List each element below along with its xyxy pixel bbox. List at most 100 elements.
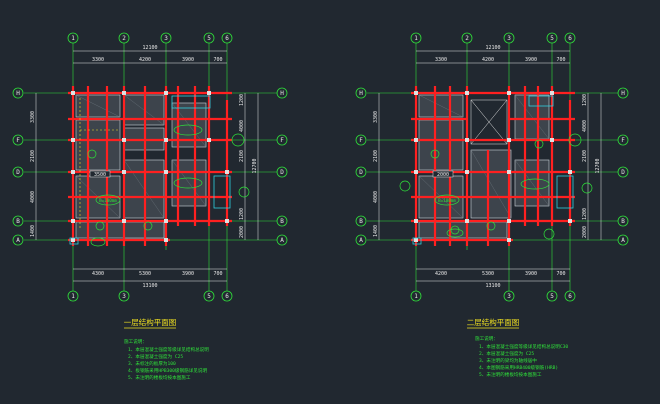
left-top-axis-bubbles (67, 32, 233, 44)
left-bottom-axis-6: 6 (225, 293, 229, 300)
left-note-1: 1、本层混凝土强度等级详见结构总说明 (128, 346, 209, 353)
right-left-dim-1: 3300 (373, 111, 379, 123)
left-left-dim-1: 3300 (30, 111, 36, 123)
right-top-axis-5: 5 (550, 35, 554, 42)
right-bottom-axis-1: 1 (414, 293, 418, 300)
left-left-dim-3: 4000 (30, 191, 36, 203)
left-notes-heading: 施工说明： (124, 338, 147, 345)
left-axis-H: H (16, 90, 20, 97)
right-bottom-dim-2: 5300 (482, 271, 494, 277)
left-top-axis-1: 1 (71, 35, 75, 42)
right-right-dim-3: 2100 (582, 150, 588, 162)
right-left-dim-2: 2100 (373, 150, 379, 162)
right-floor-plan[interactable]: 2000 B=100mm 1 2 3 5 6 1 3 5 6 H (355, 32, 629, 378)
right-top-dim-4: 700 (556, 57, 565, 63)
left-right-axis-bubbles (276, 87, 288, 246)
right-bottom-dim-1: 4200 (435, 271, 447, 277)
left-bottom-dim-3: 3900 (182, 271, 194, 277)
right-top-axis-bubbles (410, 32, 576, 44)
left-cyan-outline (69, 95, 231, 245)
left-slab-label-2: B=100mm (99, 198, 117, 203)
right-bottom-dim-4: 700 (556, 271, 565, 277)
right-raxis-F: F (621, 137, 625, 144)
left-left-dim-4: 1400 (30, 225, 36, 237)
right-right-dim-5: 2000 (582, 226, 588, 238)
right-top-axis-1: 1 (414, 35, 418, 42)
left-raxis-D: D (280, 169, 284, 176)
right-bottom-axis-5: 5 (550, 293, 554, 300)
right-right-total: 12700 (595, 158, 601, 173)
right-columns (414, 91, 572, 242)
right-note-5: 5、未注明的楼板均按本图施工 (479, 371, 542, 378)
left-bottom-axis-5: 5 (207, 293, 211, 300)
right-axis-A: A (359, 237, 363, 244)
left-slab-label-box (89, 170, 111, 178)
left-yellow-lines (79, 98, 120, 230)
right-side-axis-bubbles (355, 87, 367, 246)
right-note-1: 1、本层混凝土强度等级详见结构总说明C30 (479, 343, 568, 350)
right-left-dim-3: 4000 (373, 191, 379, 203)
right-cyan-outline (412, 95, 574, 245)
left-left-dim-2: 2100 (30, 150, 36, 162)
right-right-dim-1: 1200 (582, 94, 588, 106)
right-top-dim-1: 3300 (435, 57, 447, 63)
left-note-4: 4、板钢筋采用HPB300级钢筋详见说明 (128, 367, 207, 374)
right-bottom-total: 13100 (485, 283, 500, 289)
right-axis-D: D (359, 169, 363, 176)
right-raxis-B: B (621, 218, 625, 225)
left-raxis-H: H (280, 90, 284, 97)
right-slab-label-1: 2000 (437, 172, 449, 178)
right-raxis-D: D (621, 169, 625, 176)
right-top-dim-2: 4200 (482, 57, 494, 63)
left-note-2: 2、本层混凝土强度为 C25 (128, 353, 183, 360)
right-note-3: 3、未注明的梁均为轴线居中 (479, 357, 537, 364)
right-note-2: 2、本层混凝土强度为 C25 (479, 350, 534, 357)
right-axis-H: H (359, 90, 363, 97)
right-top-axis-6: 6 (568, 35, 572, 42)
right-dimension-lines (378, 50, 602, 282)
left-raxis-A: A (280, 237, 284, 244)
left-side-axis-bubbles (12, 87, 24, 246)
left-bottom-dim-1: 4300 (92, 271, 104, 277)
right-top-total: 12100 (485, 45, 500, 51)
left-axis-F: F (16, 137, 20, 144)
left-bottom-dim-4: 700 (213, 271, 222, 277)
right-slab-label-2: B=100mm (438, 198, 456, 203)
right-raxis-H: H (621, 90, 625, 97)
left-raxis-F: F (280, 137, 284, 144)
left-columns (71, 91, 229, 242)
right-note-4: 4、本图钢筋采用HRB400级钢筋(HRB) (479, 364, 558, 371)
left-floor-plan[interactable]: 3500 B=100mm 1 2 3 5 6 1 3 5 6 (12, 32, 288, 381)
right-slab-markers (399, 133, 593, 240)
right-plan-title: 二层结构平面图 (467, 317, 520, 327)
left-bottom-total: 13100 (142, 283, 157, 289)
right-axis-B: B (359, 218, 363, 225)
left-top-axis-3: 3 (164, 35, 168, 42)
left-top-axis-2: 2 (122, 35, 126, 42)
left-bottom-axis-1: 1 (71, 293, 75, 300)
left-right-dim-4: 1200 (239, 208, 245, 220)
left-bottom-axis-bubbles (67, 290, 233, 302)
left-note-5: 5、未注明的楼板均按本图施工 (128, 374, 191, 381)
left-note-3: 3、未标注的板厚为100 (128, 360, 176, 367)
left-top-total: 12100 (142, 45, 157, 51)
left-raxis-B: B (280, 218, 284, 225)
left-axis-B: B (16, 218, 20, 225)
left-right-dim-3: 2100 (239, 150, 245, 162)
left-plan-title: 一层结构平面图 (124, 317, 177, 327)
left-top-dim-2: 4200 (139, 57, 151, 63)
left-axis-A: A (16, 237, 20, 244)
left-top-dim-4: 700 (213, 57, 222, 63)
left-top-dim-3: 3900 (182, 57, 194, 63)
right-top-axis-2: 2 (465, 35, 469, 42)
right-right-dim-4: 1200 (582, 208, 588, 220)
right-bottom-axis-6: 6 (568, 293, 572, 300)
right-top-dim-3: 3900 (525, 57, 537, 63)
right-top-axis-3: 3 (507, 35, 511, 42)
left-top-axis-5: 5 (207, 35, 211, 42)
right-notes-heading: 施工说明： (475, 335, 498, 342)
right-bottom-dim-3: 3900 (525, 271, 537, 277)
left-axis-D: D (16, 169, 20, 176)
right-slab-label-box (432, 170, 454, 178)
